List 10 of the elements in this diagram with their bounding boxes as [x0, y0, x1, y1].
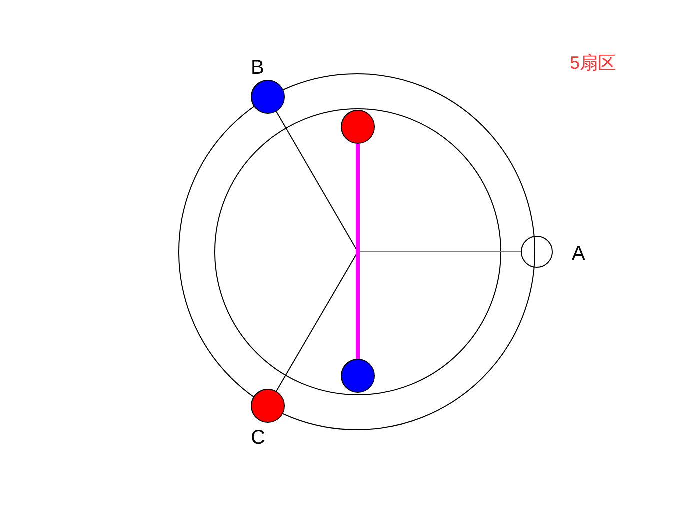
- pole-dot: [341, 359, 375, 393]
- pole-dot: [251, 80, 285, 114]
- sector-label: 5扇区: [570, 52, 616, 74]
- hollow-circle: [521, 236, 553, 268]
- point-label: A: [572, 243, 586, 265]
- pole-dot: [251, 389, 285, 423]
- rod-line: [356, 144, 360, 359]
- point-label: B: [251, 57, 264, 79]
- pole-dot: [341, 110, 375, 144]
- point-label: C: [251, 427, 266, 449]
